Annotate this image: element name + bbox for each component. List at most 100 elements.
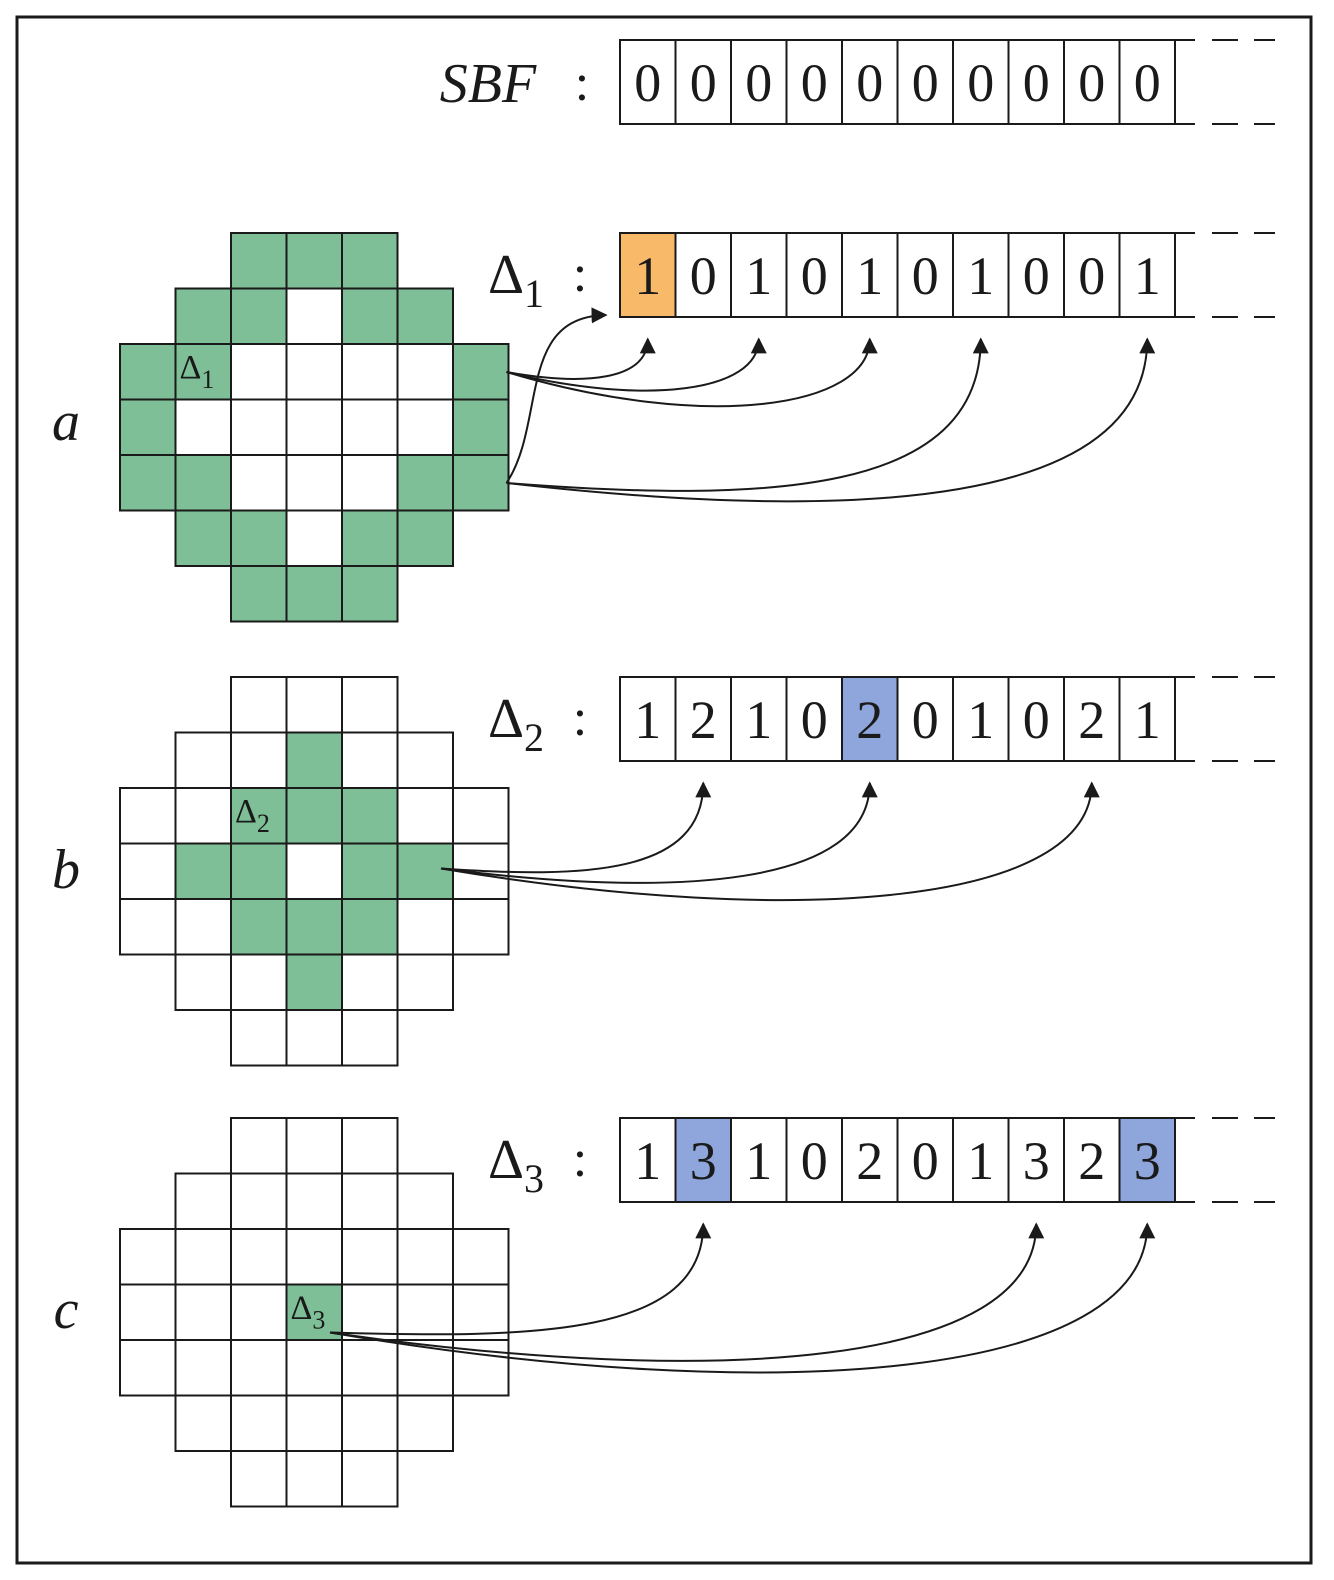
row-label-b: Δ2: [488, 688, 544, 760]
grid-b-cell-2-2: [230, 787, 288, 845]
rows.2-cell-value-2: 1: [745, 1131, 772, 1191]
grid-b-cell-4-5: [396, 898, 454, 956]
sbf-cell-value-4: 0: [856, 53, 883, 113]
grid-c-cell-2-5: [396, 1228, 454, 1286]
grid-label-delta-a: Δ: [180, 349, 202, 386]
grid-label-c: Δ3: [291, 1290, 326, 1335]
sbf-cell-8: [1063, 39, 1121, 125]
rows.2-cell-7: [1007, 1117, 1065, 1203]
grid-c-cell-5-3: [285, 1394, 343, 1452]
grid-b-cell-1-2: [230, 731, 288, 789]
sbf-cell-4: [841, 39, 899, 125]
grid-c-cell-5-4: [341, 1394, 399, 1452]
rows.1-cell-value-8: 2: [1078, 690, 1105, 750]
rows.0-cell-4: [841, 232, 899, 318]
arrow-a-to-cell-9: [506, 337, 1156, 503]
sbf-cell-value-6: 0: [967, 53, 994, 113]
grid-b-cell-4-0: [119, 898, 177, 956]
rows.2-cell-value-8: 2: [1078, 1131, 1105, 1191]
rows.0-cell-2: [730, 232, 788, 318]
rows.1-cell-value-9: 1: [1134, 690, 1161, 750]
rows.2-cell-2: [730, 1117, 788, 1203]
grid-b-cell-3-3: [285, 842, 343, 900]
arrows-c: [329, 1222, 1156, 1374]
grid-a-cell-3-3: [285, 398, 343, 456]
sbf-cell-6: [952, 39, 1010, 125]
rows.1-cell-value-2: 1: [745, 690, 772, 750]
grid-b-cell-3-5: [396, 842, 454, 900]
sbf-cell-value-8: 0: [1078, 53, 1105, 113]
sbf-cell-value-5: 0: [912, 53, 939, 113]
rows.2-cell-4: [841, 1117, 899, 1203]
rows.0-cell-value-5: 0: [912, 246, 939, 306]
grid-a: [119, 232, 510, 623]
rows.2-cell-value-4: 2: [856, 1131, 883, 1191]
sbf-cell-1: [674, 39, 732, 125]
sbf-cell-value-3: 0: [801, 53, 828, 113]
grid-a-cell-3-1: [174, 398, 232, 456]
grid-c-cell-4-4: [341, 1339, 399, 1397]
grid-b: [119, 676, 510, 1067]
rows.0-cell-value-0: 1: [634, 246, 661, 306]
grid-c-cell-3-2: [230, 1283, 288, 1341]
panel-label-c: c: [54, 1279, 79, 1341]
grid-a-cell-4-5: [396, 454, 454, 512]
rows.0-cell-3: [785, 232, 843, 318]
grid-c-cell-1-2: [230, 1172, 288, 1230]
grid-b-cell-3-2: [230, 842, 288, 900]
arrow-a-to-array-start: [505, 307, 608, 484]
grid-label-b: Δ2: [235, 793, 270, 838]
rows.1-cell-2: [730, 676, 788, 762]
grid-c-cell-2-6: [452, 1228, 510, 1286]
grid-a-cell-4-6: [452, 454, 510, 512]
grid-label-delta-c: Δ: [291, 1290, 313, 1327]
rows.2-cell-9: [1118, 1117, 1176, 1203]
rows.0-cell-value-1: 0: [690, 246, 717, 306]
grid-a-cell-2-2: [230, 343, 288, 401]
grid-c-cell-3-1: [174, 1283, 232, 1341]
rows.1-cell-value-7: 0: [1023, 690, 1050, 750]
grid-a-cell-2-0: [119, 343, 177, 401]
rows.0-cell-1: [674, 232, 732, 318]
grid-c-cell-3-0: [119, 1283, 177, 1341]
row-label-sub-b: 2: [524, 715, 544, 760]
grid-b-cell-5-1: [174, 953, 232, 1011]
grid-b-cell-6-2: [230, 1009, 288, 1067]
rows.2-cell-value-5: 0: [912, 1131, 939, 1191]
grid-a-cell-3-2: [230, 398, 288, 456]
grid-b-cell-2-4: [341, 787, 399, 845]
grid-b-cell-4-2: [230, 898, 288, 956]
sbf-label: SBF: [440, 53, 537, 115]
grid-b-cell-5-5: [396, 953, 454, 1011]
row-label-delta-a: Δ: [488, 244, 524, 306]
grid-b-cell-5-3: [285, 953, 343, 1011]
grid-c-cell-5-1: [174, 1394, 232, 1452]
row-separator-b: :: [573, 690, 587, 747]
grid-c-cell-0-2: [230, 1117, 288, 1175]
grid-a-cell-2-4: [341, 343, 399, 401]
grid-b-cell-2-0: [119, 787, 177, 845]
rows.1-cell-0: [619, 676, 677, 762]
rows.1-cell-value-3: 0: [801, 690, 828, 750]
grid-a-cell-2-5: [396, 343, 454, 401]
grid-c-cell-4-0: [119, 1339, 177, 1397]
grid-a-cell-1-2: [230, 287, 288, 345]
grid-c-cell-5-5: [396, 1394, 454, 1452]
grid-c-cell-6-2: [230, 1450, 288, 1508]
grid-label-delta-b: Δ: [235, 793, 257, 830]
grid-a-cell-1-3: [285, 287, 343, 345]
grid-b-cell-0-4: [341, 676, 399, 734]
grid-c-cell-5-2: [230, 1394, 288, 1452]
rows.0-cell-value-2: 1: [745, 246, 772, 306]
rows.2-cell-value-7: 3: [1023, 1131, 1050, 1191]
rows.1-cell-value-4: 2: [856, 690, 883, 750]
row-separator-c: :: [573, 1131, 587, 1188]
grid-c-cell-2-0: [119, 1228, 177, 1286]
sbf-cell-value-9: 0: [1134, 53, 1161, 113]
sbf-cell-value-0: 0: [634, 53, 661, 113]
grid-b-cell-2-1: [174, 787, 232, 845]
